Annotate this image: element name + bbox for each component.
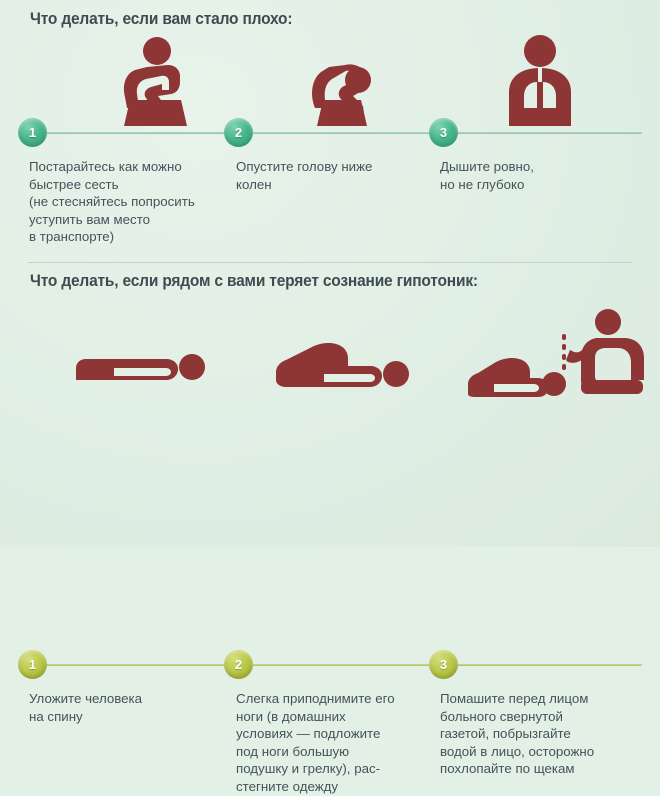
step-text-1: Уложите человека на спину bbox=[29, 691, 143, 724]
section-helping-others: Что делать, если рядом с вами теряет соз… bbox=[0, 262, 660, 794]
step-badge-3[interactable]: 3 bbox=[429, 650, 458, 679]
section-divider bbox=[28, 262, 632, 263]
timeline-helping-others: 1 2 3 bbox=[0, 650, 660, 680]
section-title-self-help: Что делать, если вам стало плохо: bbox=[30, 10, 293, 28]
step-text-3: Дышите ровно, но не глубоко bbox=[440, 159, 534, 192]
figures-row-helping-others bbox=[0, 309, 660, 406]
section-title-helping-others: Что делать, если рядом с вами теряет соз… bbox=[30, 272, 478, 290]
person-lying-flat-on-back-icon bbox=[68, 346, 208, 388]
step-badge-1[interactable]: 1 bbox=[18, 118, 47, 147]
torso-with-lungs-breathing-icon bbox=[497, 34, 583, 126]
person-sitting-on-stool-icon bbox=[105, 34, 191, 126]
step-text-3: Помашите перед лицом больного свернутой … bbox=[440, 691, 595, 777]
step-badge-2[interactable]: 2 bbox=[224, 118, 253, 147]
person-lying-with-legs-raised-icon bbox=[272, 336, 412, 388]
step-text-2: Опустите голову ниже колен bbox=[236, 159, 373, 192]
step-badge-2[interactable]: 2 bbox=[224, 650, 253, 679]
figures-row-self-help bbox=[0, 34, 660, 126]
section-self-help: Что делать, если вам стало плохо: bbox=[0, 0, 660, 262]
step-text-2: Слегка приподнимите его ноги (в домашних… bbox=[236, 691, 395, 794]
timeline-rail bbox=[18, 132, 642, 134]
helper-sprinkling-water-on-face-icon bbox=[468, 309, 648, 402]
step-badge-3[interactable]: 3 bbox=[429, 118, 458, 147]
timeline-self-help: 1 2 3 bbox=[0, 118, 660, 148]
person-head-between-knees-icon bbox=[297, 34, 383, 126]
step-badge-1[interactable]: 1 bbox=[18, 650, 47, 679]
timeline-rail bbox=[18, 664, 642, 666]
step-text-1: Постарайтесь как можно быстрее сесть (не… bbox=[29, 159, 195, 245]
